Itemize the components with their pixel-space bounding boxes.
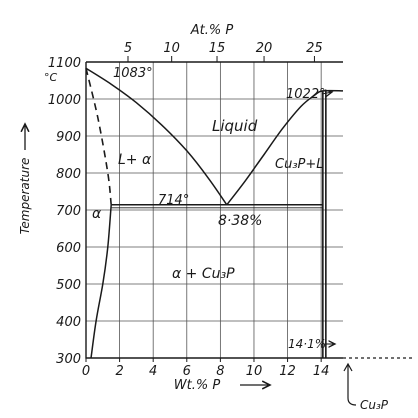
solidus-dashed-curve (85, 68, 112, 205)
grid-lines (86, 61, 343, 358)
top-tick-label: 25 (306, 41, 323, 56)
y-axis-label: Temperature (18, 158, 32, 235)
axis-ticks: 300 400 500 600 700 800 900 1000 1100 0 2 4 6 8 10 12 14… (48, 41, 330, 379)
top-tick-label: 10 (163, 41, 180, 56)
top-axis-label: At.% P (190, 23, 234, 38)
compound-pointer-tip (343, 362, 353, 372)
y-unit-label: °C (44, 71, 58, 84)
x-tick-label: 10 (246, 364, 263, 379)
y-tick-label: 1000 (48, 93, 81, 108)
x-tick-label: 6 (183, 364, 191, 379)
x-tick-label: 8 (216, 364, 224, 379)
y-tick-label: 1100 (48, 56, 81, 71)
y-tick-label: 600 (56, 241, 81, 256)
compound-label: Cu₃P (360, 398, 389, 412)
y-axis-title-group: Temperature (18, 124, 32, 234)
x-tick-label: 4 (149, 364, 157, 379)
alpha-region-label: α (92, 206, 102, 222)
x-tick-label: 2 (115, 364, 123, 379)
compound-melting-label: 1022° (286, 87, 326, 102)
x-tick-label: 14 (313, 364, 330, 379)
x-tick-label: 12 (279, 364, 296, 379)
liquidus-left-curve (85, 67, 228, 206)
eutectic-composition-label: 8·38% (218, 213, 262, 229)
solvus-curve (90, 204, 112, 359)
alpha-cu3p-region-label: α + Cu₃P (172, 266, 235, 282)
top-tick-label: 20 (256, 41, 273, 56)
cu-melting-label: 1083° (113, 66, 153, 81)
l-alpha-region-label: L+ α (118, 152, 152, 168)
compound-pointer (347, 365, 357, 406)
liquid-region-label: Liquid (212, 117, 258, 135)
phase-curves (85, 67, 344, 359)
liquidus-right-curve (226, 89, 344, 206)
compound-composition-label: 14·1% (288, 337, 326, 351)
y-tick-label: 500 (56, 278, 81, 293)
y-tick-label: 300 (56, 352, 81, 367)
top-tick-label: 5 (124, 41, 132, 56)
top-tick-label: 15 (209, 41, 226, 56)
y-tick-label: 800 (56, 167, 81, 182)
compound-melting-arrow (321, 92, 332, 94)
y-tick-label: 900 (56, 130, 81, 145)
x-tick-label: 0 (82, 364, 90, 379)
eutectic-temperature-label: 714° (158, 193, 189, 208)
x-axis-title-group: Wt.% P (174, 378, 270, 393)
cu3p-l-region-label: Cu₃P+L (275, 157, 324, 172)
y-tick-label: 700 (56, 204, 81, 219)
x-axis-label: Wt.% P (174, 378, 221, 393)
y-tick-label: 400 (56, 315, 81, 330)
